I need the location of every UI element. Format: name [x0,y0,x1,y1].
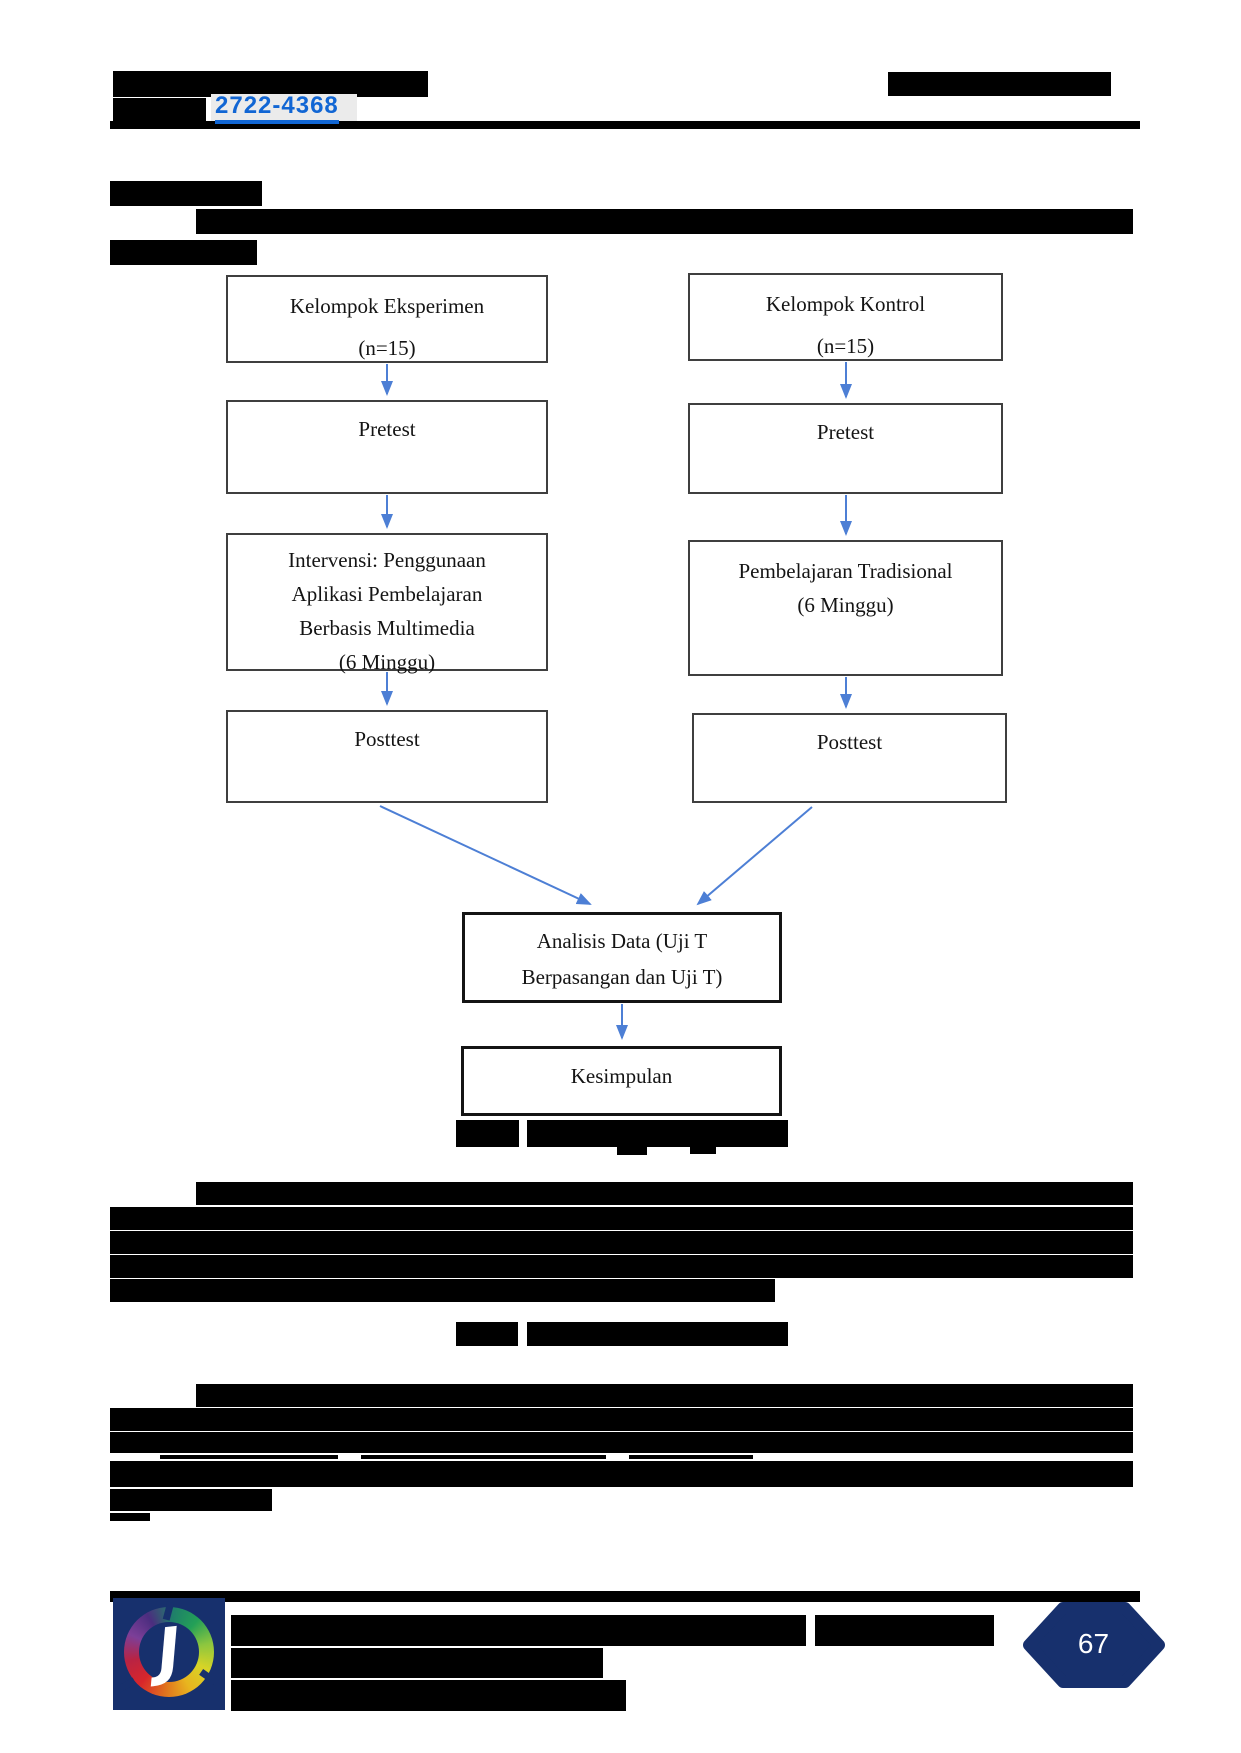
box-text: Kesimpulan [570,1064,673,1088]
box-text: Kelompok Eksperimen [289,294,485,318]
redacted-figure-caption [456,1120,519,1147]
logo-letter: J [153,1612,185,1689]
box-text: Analisis Data (Uji T [536,929,708,953]
box-text: Posttest [354,727,420,751]
flow-box-kesimpulan: Kesimpulan [461,1046,782,1116]
redacted-paragraph-line [196,209,1133,234]
box-text: (n=15) [816,334,875,358]
redacted-paragraph-tail [110,1513,150,1521]
redacted-footer-line [231,1648,603,1678]
box-text: (6 Minggu) [338,650,436,674]
issn-highlight [211,94,357,124]
redacted-underline [160,1455,338,1459]
redacted-paragraph-line [110,1432,1133,1453]
flow-box-kelompok-kontrol: Kelompok Kontrol (n=15) [688,273,1003,361]
page-number: 67 [1077,1628,1110,1659]
flow-box-posttest-left: Posttest [226,710,548,803]
box-text: Pretest [816,420,875,444]
redacted-footer-line [815,1615,994,1646]
flow-box-tradisional: Pembelajaran Tradisional (6 Minggu) [688,540,1003,676]
redacted-paragraph-line [110,240,257,265]
redacted-footer-line [231,1615,806,1646]
redacted-paragraph-line [110,1279,775,1302]
logo-ring-hole [139,1622,199,1682]
redacted-underline [629,1455,753,1459]
redacted-paragraph-line [110,1207,1133,1230]
issn-link[interactable]: 2722-4368 [215,93,339,124]
redacted-paragraph-line [110,1231,1133,1254]
flow-box-intervensi: Intervensi: Penggunaan Aplikasi Pembelaj… [226,533,548,674]
redacted-figure-caption [527,1120,788,1147]
redacted-paragraph-line [196,1182,1133,1205]
redacted-paragraph-line [110,1255,1133,1278]
redacted-underline [361,1455,606,1459]
flow-box-kelompok-eksperimen: Kelompok Eksperimen (n=15) [226,275,548,363]
redacted-issue-info [888,72,1111,96]
box-text: Posttest [816,730,883,754]
box-text: Berbasis Multimedia [299,616,475,640]
flow-box-pretest-left: Pretest [226,400,548,494]
redacted-paragraph-line [110,1461,1133,1487]
box-text: Pembelajaran Tradisional [738,559,953,583]
redacted-journal-title [113,71,428,97]
box-text: Aplikasi Pembelajaran [291,582,483,606]
flow-box-posttest-right: Posttest [692,713,1007,803]
redacted-paragraph-line [196,1384,1133,1407]
redacted-caption-tail [617,1147,647,1155]
redacted-paragraph-line [110,1408,1133,1431]
box-text: Berpasangan dan Uji T) [521,965,723,989]
redacted-subheading [110,181,262,206]
box-text: (6 Minggu) [797,593,894,617]
redacted-section-heading [527,1322,788,1346]
page-number-badge: 67 [1021,1600,1166,1690]
redacted-paragraph-line [110,1489,272,1511]
redacted-footer-line [231,1680,626,1711]
box-text: Pretest [358,417,416,441]
footer-rule [110,1591,1140,1602]
flow-box-pretest-right: Pretest [688,403,1003,494]
redacted-caption-tail [690,1147,716,1154]
box-text: Kelompok Kontrol [765,292,926,316]
badge-hexagon-icon [1023,1602,1165,1688]
box-text: (n=15) [358,336,416,360]
flow-box-analisis-data: Analisis Data (Uji T Berpasangan dan Uji… [462,912,782,1003]
redacted-issn-label [113,98,206,124]
box-text: Intervensi: Penggunaan [288,548,486,572]
redacted-section-heading [456,1322,518,1346]
header-rule [110,121,1140,129]
journal-logo: J [113,1598,225,1710]
